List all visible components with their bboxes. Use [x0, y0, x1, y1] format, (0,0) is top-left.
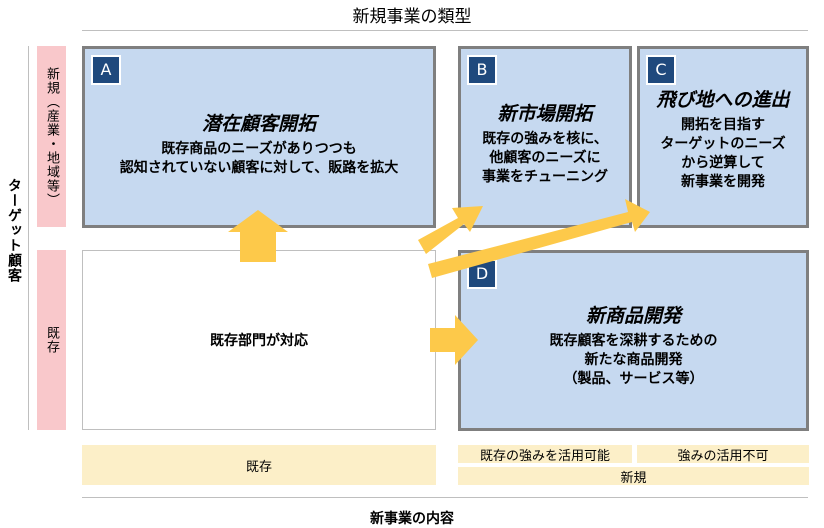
badge-a: A: [91, 55, 121, 85]
box-a-desc: 既存商品のニーズがありつつも 認知されていない顧客に対して、販路を拡大: [119, 141, 399, 176]
box-c: C 飛び地への進出 開拓を目指す ターゲットのニーズ から逆算して 新事業を開発: [637, 46, 809, 228]
y-axis-line: [28, 46, 29, 430]
x-axis-label: 新事業の内容: [370, 511, 454, 527]
box-d-desc: 既存顧客を深耕するための 新たな商品開発 （製品、サービス等）: [549, 333, 718, 387]
arrow-to-b-icon: [418, 206, 483, 254]
badge-b: B: [467, 55, 497, 85]
row-label-new: 新規（産業・地域等）: [37, 46, 66, 227]
box-b-heading: 新市場開拓: [497, 103, 593, 125]
badge-c: C: [646, 55, 676, 85]
col-label-existing: 既存: [82, 445, 436, 485]
box-d: D 新商品開発 既存顧客を深耕するための 新たな商品開発 （製品、サービス等）: [458, 250, 809, 431]
col-label-strength-unusable: 強みの活用不可: [637, 445, 809, 464]
title-divider: [82, 30, 808, 31]
col-label-new: 新規: [458, 467, 809, 486]
arrow-right-icon: [430, 315, 478, 365]
box-a-heading: 潜在顧客開拓: [201, 113, 316, 135]
box-existing-text: 既存部門が対応: [210, 333, 308, 349]
box-c-desc: 開拓を目指す ターゲットのニーズ から逆算して 新事業を開発: [660, 117, 786, 190]
box-a: A 潜在顧客開拓 既存商品のニーズがありつつも 認知されていない顧客に対して、販…: [82, 46, 436, 228]
arrow-up-icon: [228, 210, 288, 262]
box-b-desc: 既存の強みを核に、 他顧客のニーズに 事業をチューニング: [482, 131, 608, 185]
box-c-heading: 飛び地への進出: [656, 89, 790, 111]
col-label-strength-usable: 既存の強みを活用可能: [458, 445, 632, 464]
row-label-existing: 既存: [37, 250, 66, 430]
box-d-heading: 新商品開発: [585, 305, 681, 327]
box-b: B 新市場開拓 既存の強みを核に、 他顧客のニーズに 事業をチューニング: [458, 46, 632, 228]
x-axis-line: [82, 497, 808, 498]
diagram-title: 新規事業の類型: [352, 7, 472, 27]
arrow-to-c-icon: [428, 199, 650, 278]
y-axis-label: ターゲット顧客: [6, 178, 22, 283]
